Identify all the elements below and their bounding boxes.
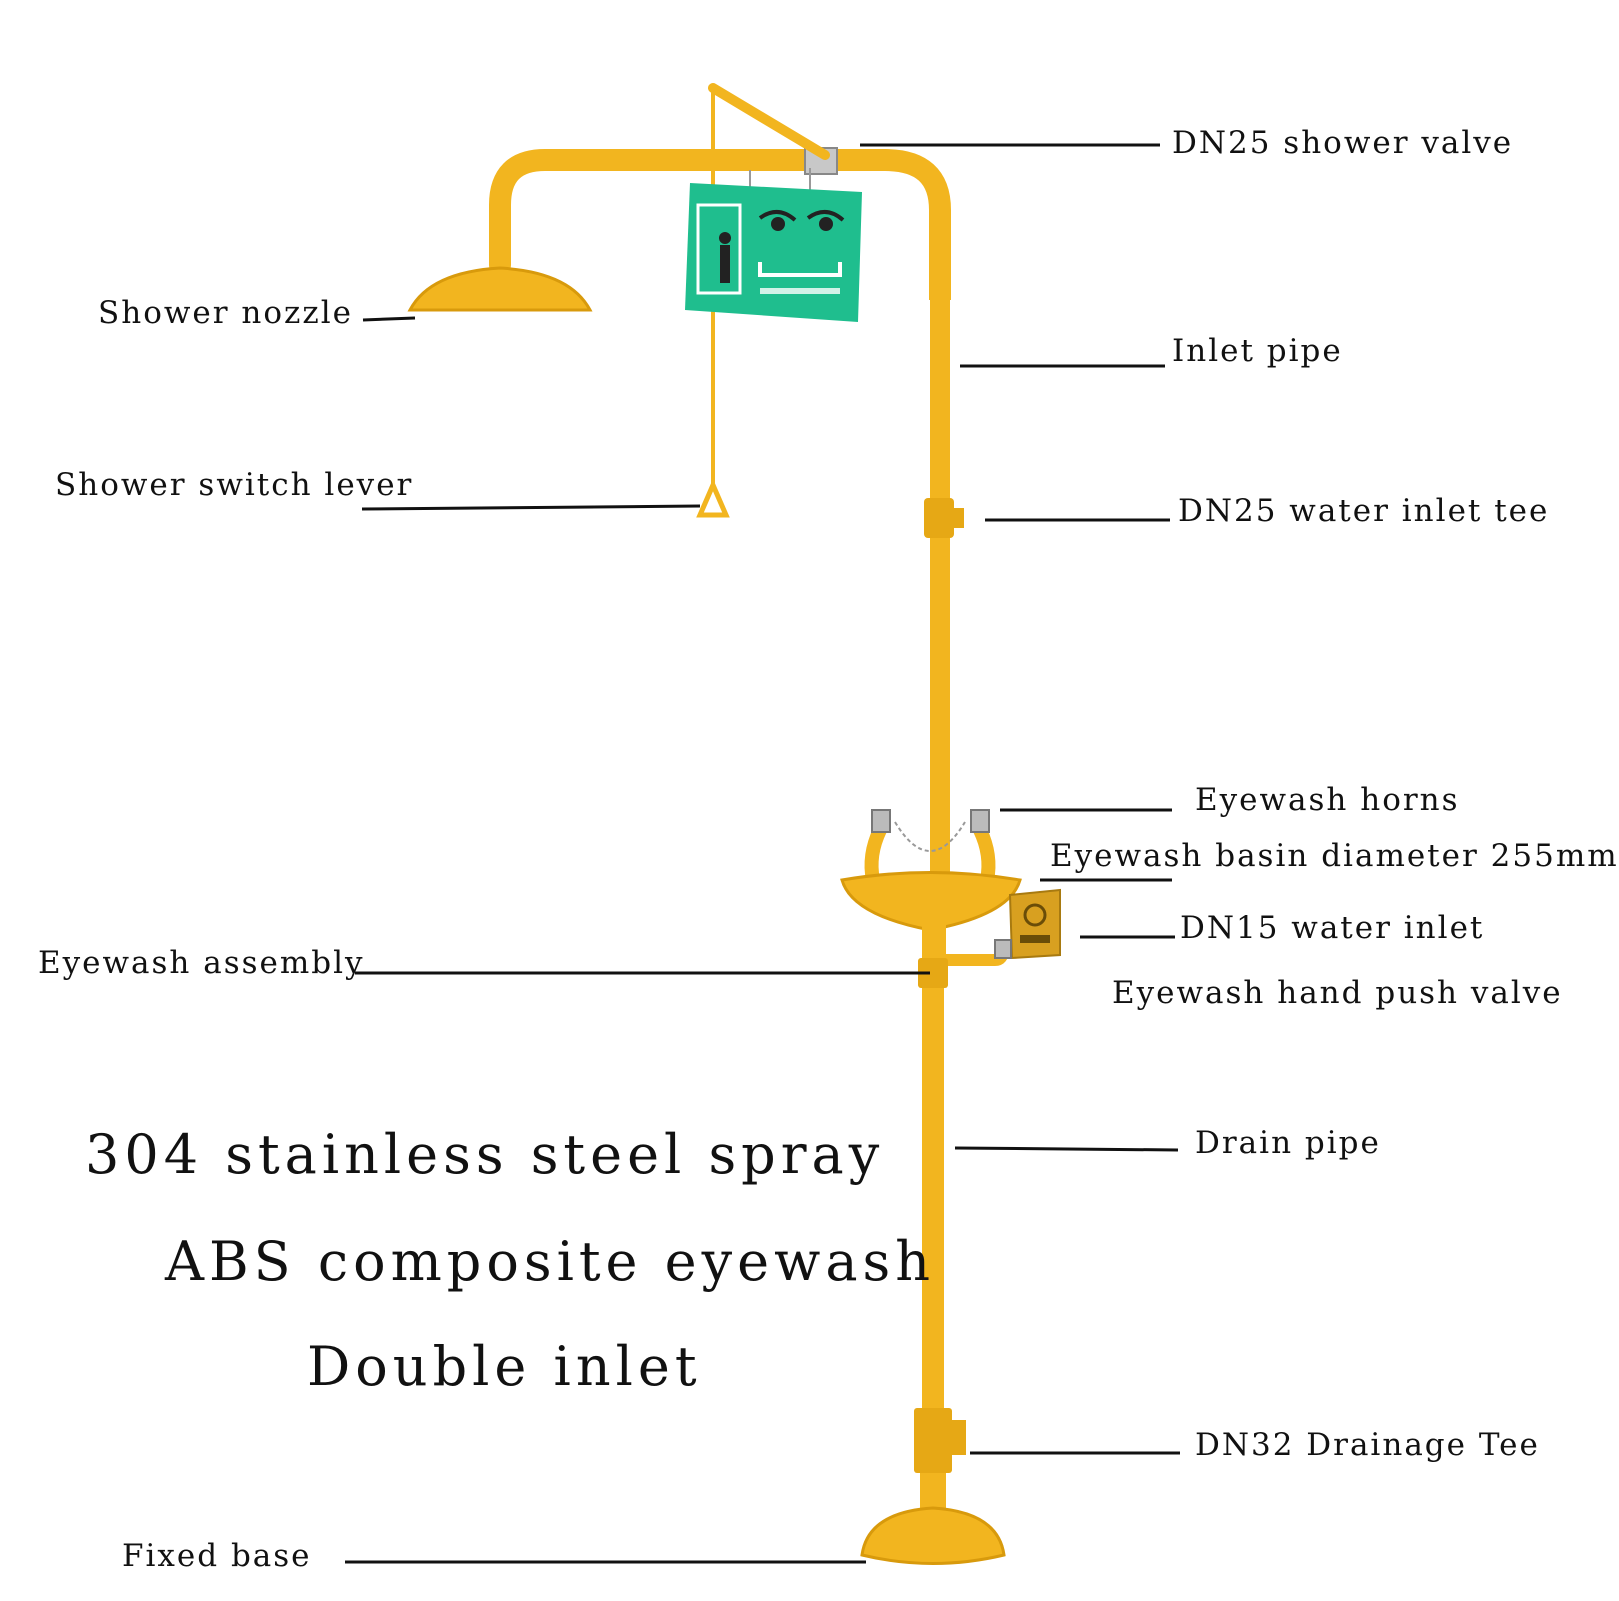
label-hand-push-valve: Eyewash hand push valve [1112,975,1563,1011]
leader-lines [345,143,1180,1564]
label-drain-pipe: Drain pipe [1195,1125,1381,1161]
shower-arm [489,149,896,276]
leader-drain-pipe [954,1146,1179,1152]
label-shower-nozzle: Shower nozzle [98,295,353,331]
label-eyewash-assembly: Eyewash assembly [38,945,365,981]
eyewash-horn-right [973,826,996,882]
leader-shower-switch-lever [361,504,701,511]
label-drainage-tee: DN32 Drainage Tee [1195,1427,1540,1463]
label-eyewash-horns: Eyewash horns [1195,782,1460,818]
shower-arm-elbow [884,149,951,300]
inlet-pipe-shape [930,295,950,890]
eyewash-basin-shape [840,871,1022,932]
label-shower-switch-lever: Shower switch lever [55,467,414,503]
push-plate-icon [1008,888,1061,960]
water-inlet-tee-shape [924,498,954,538]
label-water-inlet-tee: DN25 water inlet tee [1178,493,1550,529]
feature-line-3: Double inlet [307,1335,702,1398]
drain-pipe-shape [922,925,946,960]
leader-shower-nozzle [362,316,416,322]
fixed-base-shape [860,1506,1006,1565]
emergency-shower-sign-icon [685,168,862,322]
pull-handle [696,478,730,518]
feature-line-1: 304 stainless steel spray [85,1123,885,1186]
label-fixed-base: Fixed base [122,1538,312,1574]
drainage-tee-shape [914,1408,952,1473]
feature-line-2: ABS composite eyewash [165,1230,936,1293]
shower-lever-arm [708,83,830,160]
shower-nozzle-shape [407,266,593,312]
label-inlet-pipe: Inlet pipe [1172,333,1343,369]
label-basin-diameter: Eyewash basin diameter 255mm [1050,838,1619,874]
label-dn15-water-inlet: DN15 water inlet [1180,910,1485,946]
eyewash-horn-left [864,826,887,882]
label-shower-valve: DN25 shower valve [1172,125,1514,161]
